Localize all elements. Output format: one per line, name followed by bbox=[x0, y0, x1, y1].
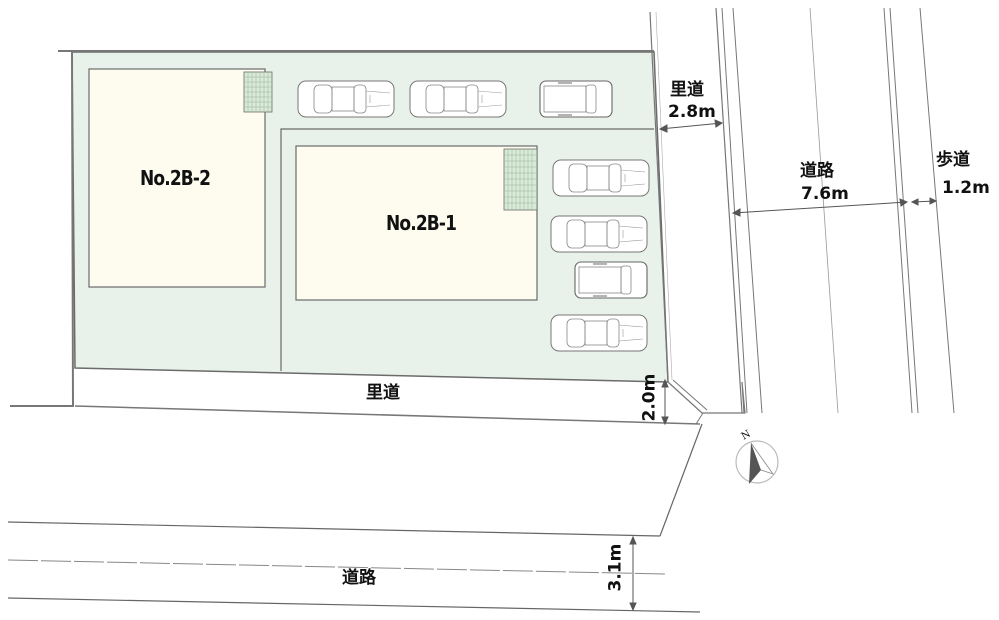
terrace-grid-2b-1 bbox=[503, 148, 538, 211]
east-road-width: 7.6m bbox=[801, 184, 849, 204]
lot-2b-1-label: No.2B-1 bbox=[386, 211, 457, 235]
south-lane-width: 2.0m bbox=[639, 373, 660, 422]
east-lane-width: 2.8m bbox=[668, 102, 716, 122]
south-lane-name: 里道 bbox=[366, 383, 400, 403]
car-3 bbox=[539, 80, 613, 118]
car-1 bbox=[297, 80, 395, 118]
compass-icon bbox=[735, 440, 779, 484]
car-5 bbox=[550, 215, 648, 253]
building-2b-2 bbox=[88, 68, 266, 288]
building-2b-1 bbox=[295, 145, 538, 301]
south-road-width: 3.1m bbox=[605, 543, 626, 592]
lot-2b-1-boundary bbox=[280, 128, 654, 371]
car-6 bbox=[574, 261, 648, 299]
car-4 bbox=[552, 159, 650, 197]
east-road-name: 道路 bbox=[800, 161, 834, 181]
car-7 bbox=[550, 314, 648, 352]
sidewalk-name: 歩道 bbox=[936, 150, 970, 170]
east-lane-name: 里道 bbox=[670, 80, 704, 100]
sidewalk-width: 1.2m bbox=[942, 178, 990, 198]
car-2 bbox=[409, 80, 507, 118]
dimension-lines bbox=[629, 119, 938, 612]
terrace-grid-2b-2 bbox=[243, 71, 273, 113]
lot-2b-2-label: No.2B-2 bbox=[140, 166, 211, 190]
south-road-name: 道路 bbox=[342, 568, 376, 588]
